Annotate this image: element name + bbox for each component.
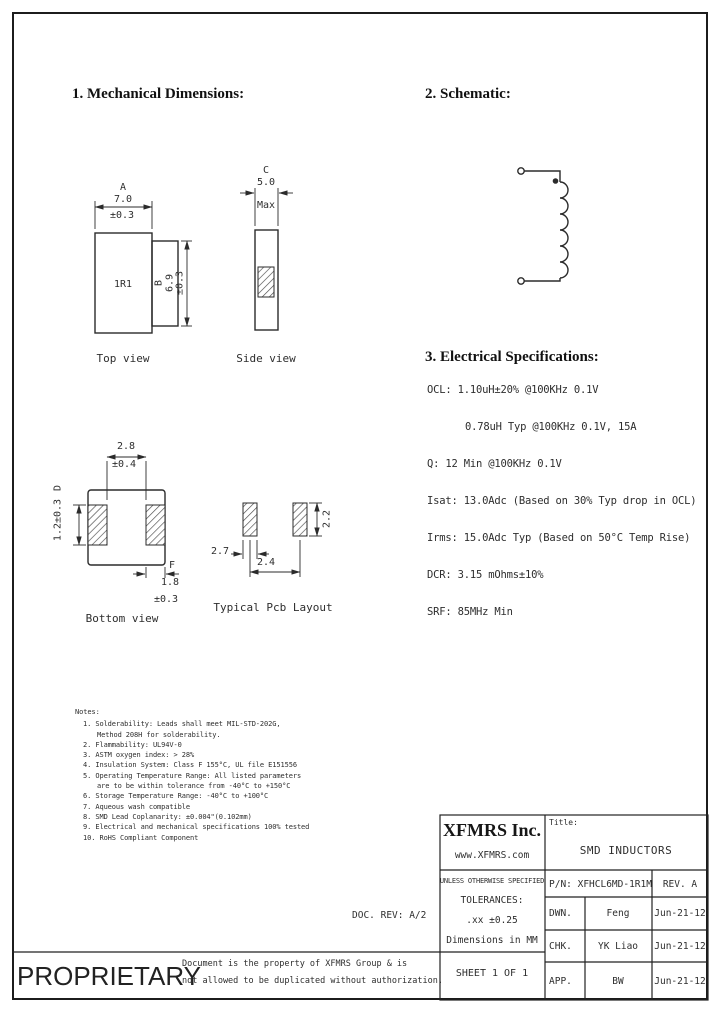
dim-c-letter: C <box>262 165 270 176</box>
approved-label: APP. <box>549 976 572 987</box>
drawn-name: Feng <box>606 908 630 919</box>
dim-d-value: 1.2±0.3 <box>52 498 64 542</box>
approved-date: Jun-21-12 <box>654 976 706 987</box>
note-line: Method 208H for solderability. <box>97 730 221 739</box>
spec-ocl: OCL: 1.10uH±20% @100KHz 0.1V <box>427 384 599 396</box>
note-line: 1. Solderability: Leads shall meet MIL-S… <box>83 720 281 729</box>
sheet-number: SHEET 1 OF 1 <box>455 968 529 979</box>
spec-ocl-typ: 0.78uH Typ @100KHz 0.1V, 15A <box>465 421 637 433</box>
note-line: 7. Aqueous wash compatible <box>83 802 190 811</box>
proprietary-text-line: Document is the property of XFMRS Group … <box>182 959 408 969</box>
spec-srf: SRF: 85MHz Min <box>427 606 513 618</box>
proprietary-text-line: not allowed to be duplicated without aut… <box>182 976 443 986</box>
dim-b-rotated: B 6.9 ±0.3 <box>153 270 186 296</box>
dim-d-letter: D <box>52 484 64 492</box>
approved-name: BW <box>612 976 624 987</box>
dim-bottom-width-tolerance: ±0.4 <box>111 459 137 470</box>
company-website: www.XFMRS.com <box>454 850 530 861</box>
note-line: 2. Flammability: UL94V-0 <box>83 740 182 749</box>
note-line: are to be within tolerance from -40°C to… <box>97 782 291 791</box>
dim-a-tolerance: ±0.3 <box>109 210 135 221</box>
note-line: 5. Operating Temperature Range: All list… <box>83 771 302 780</box>
pcb-layout-label: Typical Pcb Layout <box>213 601 333 614</box>
dim-bottom-width-value: 2.8 <box>116 441 136 452</box>
part-marking: 1R1 <box>113 279 133 290</box>
dim-c-tolerance: Max <box>256 200 276 211</box>
dim-pcb-pad-width: 2.7 <box>210 546 230 557</box>
company-name: XFMRS Inc. <box>443 820 541 840</box>
top-view-label: Top view <box>96 352 150 365</box>
spec-dcr: DCR: 3.15 mOhms±10% <box>427 569 544 581</box>
dim-f-tolerance: ±0.3 <box>153 594 179 605</box>
section-heading-schematic: 2. Schematic: <box>425 86 511 102</box>
note-line: 3. ASTM oxygen index: > 28% <box>83 751 195 760</box>
checked-name: YK Liao <box>597 941 639 952</box>
note-line: 9. Electrical and mechanical specificati… <box>83 823 310 832</box>
notes-section: Notes: 1. Solderability: Leads shall mee… <box>75 707 337 843</box>
dim-f-letter: F <box>168 560 176 571</box>
drawn-label: DWN. <box>549 908 572 919</box>
tolerance-note: .xx ±0.25 <box>466 915 518 926</box>
note-line: 6. Storage Temperature Range: -40°C to +… <box>83 792 269 801</box>
note-line: 10. RoHS Compliant Component <box>83 833 199 842</box>
spec-isat: Isat: 13.0Adc (Based on 30% Typ drop in … <box>427 495 697 507</box>
part-number: P/N: XFHCL6MD-1R1M <box>549 879 652 890</box>
drawn-date: Jun-21-12 <box>654 908 706 919</box>
dim-pcb-pad-height: 2.2 <box>321 509 333 529</box>
tolerance-note: TOLERANCES: <box>460 895 524 906</box>
checked-label: CHK. <box>549 941 572 952</box>
dim-pcb-pitch: 2.4 <box>256 557 276 568</box>
bottom-view-label: Bottom view <box>85 612 159 625</box>
checked-date: Jun-21-12 <box>654 941 706 952</box>
tolerance-note: UNLESS OTHERWISE SPECIFIED <box>439 877 545 885</box>
dim-a-letter: A <box>119 182 127 193</box>
title-label: Title: <box>549 818 578 827</box>
section-heading-mechanical: 1. Mechanical Dimensions: <box>72 86 245 102</box>
doc-rev: DOC. REV: A/2 <box>352 910 427 921</box>
dim-a-value: 7.0 <box>113 194 133 205</box>
side-view-label: Side view <box>236 352 296 365</box>
note-line: 4. Insulation System: Class F 155°C, UL … <box>83 761 297 770</box>
page-border <box>12 12 708 1000</box>
revision: REV. A <box>662 879 698 890</box>
dim-c-value: 5.0 <box>256 177 276 188</box>
drawing-title: SMD INDUCTORS <box>579 844 673 857</box>
note-line: 8. SMD Lead Coplanarity: ±0.004"(0.102mm… <box>83 812 252 821</box>
spec-irms: Irms: 15.0Adc Typ (Based on 50°C Temp Ri… <box>427 532 691 544</box>
spec-q: Q: 12 Min @100KHz 0.1V <box>427 458 562 470</box>
section-heading-electrical: 3. Electrical Specifications: <box>425 349 599 365</box>
notes-heading: Notes: <box>75 708 100 716</box>
tolerance-note: Dimensions in MM <box>446 935 538 946</box>
dim-f-value: 1.8 <box>160 577 180 588</box>
proprietary-word: PROPRIETARY <box>17 961 201 991</box>
